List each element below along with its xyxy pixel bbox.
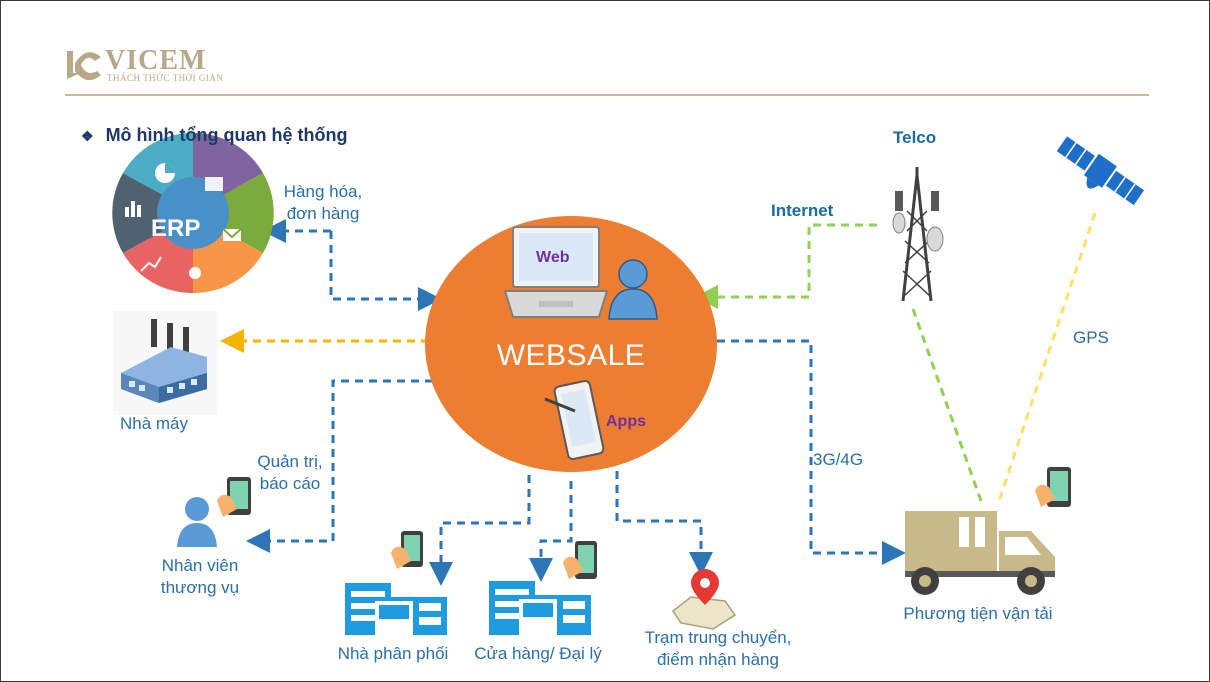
line-mobile bbox=[717, 339, 906, 565]
gps-label: GPS bbox=[1073, 328, 1109, 347]
brand-tagline: THÁCH THỨC THỜI GIAN bbox=[107, 73, 224, 83]
line-store bbox=[529, 481, 573, 582]
satellite-icon bbox=[1056, 136, 1145, 206]
line-staff bbox=[246, 379, 433, 553]
telco-tower-icon bbox=[892, 167, 944, 302]
truck-icon bbox=[905, 467, 1071, 595]
laptop-icon bbox=[503, 226, 609, 318]
diamond-bullet-icon: ❖ bbox=[81, 128, 94, 144]
distributor-icon bbox=[345, 531, 447, 635]
tablet-icon bbox=[544, 379, 605, 461]
mobile-network-label: 3G/4G bbox=[813, 450, 864, 469]
line-transfer bbox=[615, 471, 713, 576]
line-erp bbox=[329, 231, 442, 311]
factory-icon bbox=[113, 311, 217, 415]
erp-label: ERP bbox=[151, 215, 201, 242]
store-label: Cửa hàng/ Đại lý bbox=[474, 644, 602, 663]
user-icon bbox=[608, 259, 658, 320]
staff-icon bbox=[177, 477, 251, 547]
telco-label: Telco bbox=[893, 128, 937, 147]
slide-title: ❖ Mô hình tổng quan hệ thống bbox=[81, 125, 348, 146]
staff-label: Nhân viên thương vụ bbox=[160, 556, 240, 597]
line-gps bbox=[997, 212, 1097, 502]
admin-flow-label: Quản trị, báo cáo bbox=[257, 452, 323, 493]
slide-title-text: Mô hình tổng quan hệ thống bbox=[105, 125, 348, 145]
line-telco-vehicle bbox=[911, 308, 983, 502]
factory-label: Nhà máy bbox=[119, 414, 189, 433]
transfer-label: Trạm trung chuyển, điểm nhận hàng bbox=[644, 628, 792, 669]
web-label: Web bbox=[536, 249, 570, 266]
store-icon bbox=[489, 541, 597, 635]
map-pin-icon bbox=[671, 569, 737, 630]
internet-label: Internet bbox=[771, 201, 834, 220]
line-internet bbox=[694, 223, 877, 309]
apps-label: Apps bbox=[606, 413, 646, 430]
websale-title: WEBSALE bbox=[496, 339, 646, 372]
vehicle-label: Phương tiện vận tải bbox=[903, 604, 1053, 623]
erp-wheel-icon bbox=[112, 132, 274, 294]
distributor-label: Nhà phân phối bbox=[337, 644, 449, 663]
erp-flow-label: Hàng hóa, đơn hàng bbox=[283, 182, 363, 223]
brand-name: VICEM bbox=[105, 45, 207, 76]
line-distributor bbox=[429, 475, 531, 586]
vicem-logo-icon bbox=[67, 51, 101, 81]
